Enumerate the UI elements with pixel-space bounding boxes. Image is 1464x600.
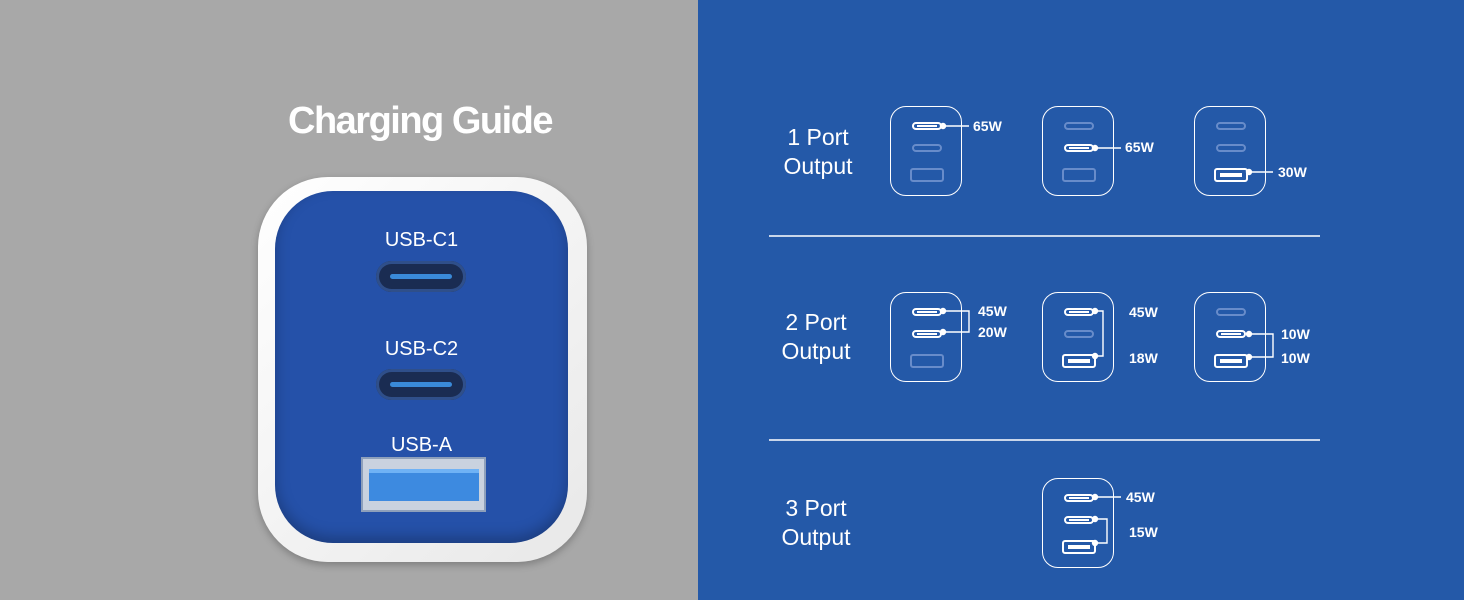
usb-a-icon bbox=[1062, 354, 1096, 368]
usb-c1-icon bbox=[1216, 308, 1246, 316]
section-3-line1: 3 Port bbox=[785, 495, 847, 521]
watt-label: 65W bbox=[973, 118, 1002, 134]
usb-c1-label: USB-C1 bbox=[384, 229, 459, 251]
usb-c2-port bbox=[376, 369, 466, 400]
charger-icon bbox=[1194, 106, 1266, 196]
divider-1 bbox=[769, 235, 1320, 237]
usb-a-icon bbox=[1214, 354, 1248, 368]
usb-c1-port bbox=[376, 261, 466, 292]
charger-icon bbox=[1194, 292, 1266, 382]
watt-label: 45W bbox=[978, 303, 1007, 319]
watt-label: 65W bbox=[1125, 139, 1154, 155]
usb-c1-icon bbox=[912, 122, 942, 130]
section-2-line2: Output bbox=[781, 338, 851, 364]
usb-c2-icon bbox=[1064, 516, 1094, 524]
usb-c2-icon bbox=[1216, 330, 1246, 338]
usb-c1-icon bbox=[912, 308, 942, 316]
charger-icon bbox=[1042, 292, 1114, 382]
watt-label: 10W bbox=[1281, 350, 1310, 366]
usb-c1-icon bbox=[1064, 308, 1094, 316]
usb-c2-icon bbox=[1064, 144, 1094, 152]
usb-c2-icon bbox=[912, 330, 942, 338]
watt-label: 15W bbox=[1129, 524, 1158, 540]
usb-c2-icon bbox=[1216, 144, 1246, 152]
section-3-line2: Output bbox=[781, 524, 851, 550]
divider-2 bbox=[769, 439, 1320, 441]
watt-label: 18W bbox=[1129, 350, 1158, 366]
section-2-line1: 2 Port bbox=[785, 309, 847, 335]
usb-a-label: USB-A bbox=[390, 434, 453, 456]
usb-a-port bbox=[361, 457, 486, 512]
usb-c1-icon bbox=[1216, 122, 1246, 130]
usb-a-icon bbox=[1062, 540, 1096, 554]
usb-a-icon bbox=[910, 354, 944, 368]
usb-a-icon bbox=[1214, 168, 1248, 182]
watt-label: 10W bbox=[1281, 326, 1310, 342]
charger-icon bbox=[890, 106, 962, 196]
usb-a-icon bbox=[1062, 168, 1096, 182]
usb-c1-icon bbox=[1064, 494, 1094, 502]
usb-c2-icon bbox=[1064, 330, 1094, 338]
usb-c1-icon bbox=[1064, 122, 1094, 130]
usb-a-icon bbox=[910, 168, 944, 182]
guide-title: Charging Guide bbox=[288, 100, 554, 142]
usb-c2-icon bbox=[912, 144, 942, 152]
section-1-label: 1 Port Output bbox=[763, 123, 873, 181]
charger-icon bbox=[1042, 478, 1114, 568]
charger-icon bbox=[890, 292, 962, 382]
charger-icon bbox=[1042, 106, 1114, 196]
charger-face: USB-C1 USB-C2 USB-A bbox=[275, 191, 568, 543]
watt-label: 20W bbox=[978, 324, 1007, 340]
charger-illustration: USB-C1 USB-C2 USB-A bbox=[258, 177, 587, 562]
watt-label: 45W bbox=[1129, 304, 1158, 320]
usb-c2-label: USB-C2 bbox=[384, 338, 459, 360]
section-2-label: 2 Port Output bbox=[761, 308, 871, 366]
section-1-line2: Output bbox=[783, 153, 853, 179]
section-3-label: 3 Port Output bbox=[761, 494, 871, 552]
section-1-line1: 1 Port bbox=[787, 124, 849, 150]
left-panel: Charging Guide USB-C1 USB-C2 USB-A bbox=[0, 0, 698, 600]
watt-label: 30W bbox=[1278, 164, 1307, 180]
watt-label: 45W bbox=[1126, 489, 1155, 505]
